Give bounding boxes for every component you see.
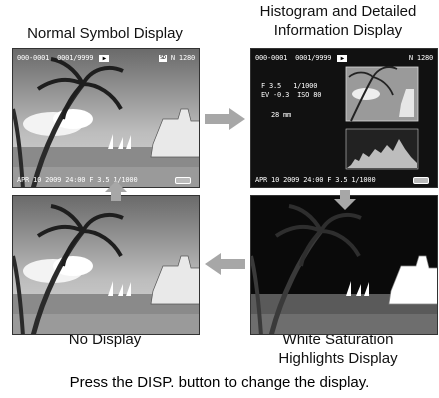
frame-counter: 0001/9999 — [295, 54, 332, 62]
histogram-panel — [251, 49, 437, 187]
label-white-line1: White Saturation — [282, 331, 394, 348]
iso: ISO 80 — [297, 91, 322, 99]
exposure: F 3.5 1/1000 — [327, 176, 376, 184]
label-histogram-line2: Information Display — [273, 22, 403, 39]
osd-bottom: APR 10 2009 24:00 F 3.5 1/1000 — [255, 176, 376, 184]
shutter-speed: 1/1000 — [293, 82, 318, 90]
play-mode-icon: ▶ — [99, 54, 110, 62]
file-number: 000-0001 — [255, 54, 288, 62]
arrow-down-icon — [334, 190, 356, 210]
label-histogram-display: Histogram and Detailed Information Displ… — [238, 2, 438, 40]
label-normal-symbol-display: Normal Symbol Display — [27, 25, 183, 42]
osd-top-right: SD N 1280 — [158, 54, 195, 62]
time: 24:00 — [65, 176, 86, 184]
screen-histogram-display: 000-0001 0001/9999 ▶ N 1280 F 3.5 1/1000… — [250, 48, 438, 188]
arrow-right-icon — [205, 108, 245, 130]
exposure: F 3.5 1/1000 — [89, 176, 138, 184]
screen-white-saturation — [250, 195, 438, 335]
label-no-display: No Display — [68, 331, 142, 348]
date: APR 10 2009 — [17, 176, 62, 184]
battery-icon — [413, 177, 429, 184]
file-number: 000-0001 — [17, 54, 50, 62]
label-histogram-line1: Histogram and Detailed — [259, 3, 417, 20]
osd-top-left: 000-0001 0001/9999 ▶ — [255, 54, 348, 62]
play-mode-icon: ▶ — [337, 54, 348, 62]
battery-icon — [175, 177, 191, 184]
screen-normal-display: 000-0001 0001/9999 ▶ SD N 1280 APR 10 20… — [12, 48, 200, 188]
label-white-line2: Highlights Display — [278, 350, 398, 367]
screen-no-display — [12, 195, 200, 335]
osd-top-left: 000-0001 0001/9999 ▶ — [17, 54, 110, 62]
osd-top-right: N 1280 — [409, 54, 433, 62]
time: 24:00 — [303, 176, 324, 184]
exposure-compensation: EV -0.3 — [261, 91, 290, 99]
focal-length: 28 mm — [271, 111, 292, 119]
caption: Press the DISP. button to change the dis… — [69, 374, 370, 391]
image-quality: N 1280 — [170, 54, 195, 62]
frame-counter: 0001/9999 — [57, 54, 94, 62]
osd-detail-line1: F 3.5 1/1000 — [261, 82, 317, 90]
scene-image — [13, 196, 199, 334]
label-white-saturation: White Saturation Highlights Display — [238, 330, 438, 368]
scene-image — [13, 49, 199, 187]
arrow-up-icon — [105, 181, 127, 201]
aperture: F 3.5 — [261, 82, 282, 90]
date: APR 10 2009 — [255, 176, 300, 184]
sd-card-icon: SD — [158, 54, 167, 62]
image-quality: N 1280 — [408, 54, 433, 62]
osd-bottom: APR 10 2009 24:00 F 3.5 1/1000 — [17, 176, 138, 184]
scene-image — [251, 196, 437, 334]
arrow-left-icon — [205, 253, 245, 275]
osd-detail-line2: EV -0.3 ISO 80 — [261, 91, 321, 99]
